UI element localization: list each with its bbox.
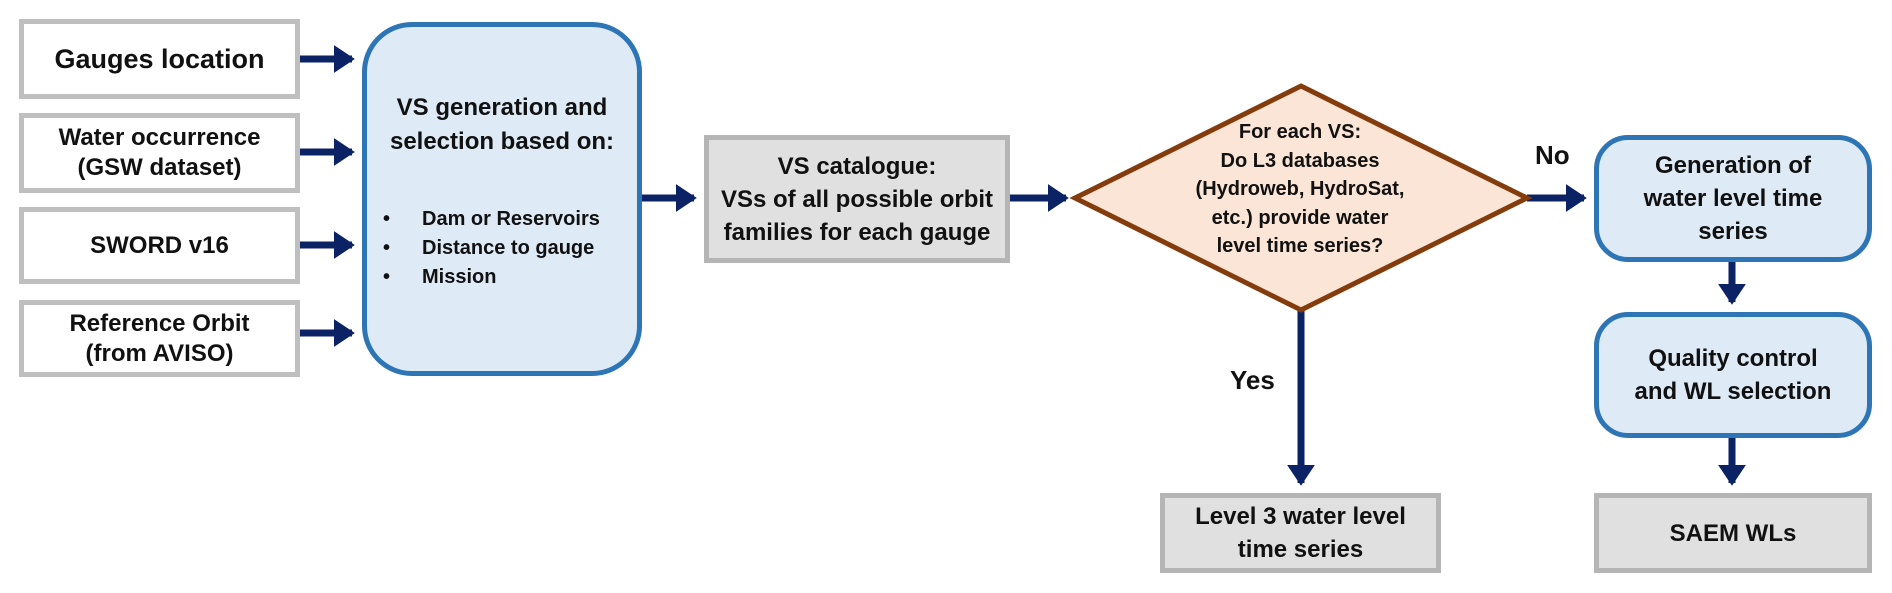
qc-line: and WL selection [1634, 378, 1832, 405]
decision-diamond [1069, 83, 1533, 313]
decision-line: level time series? [1216, 235, 1384, 257]
criterion-label: Mission [422, 266, 497, 288]
criterion-label: Distance to gauge [422, 237, 595, 259]
criterion-item: • Mission [367, 263, 637, 292]
decision-question: For each VS: Do L3 databases (Hydroweb, … [1130, 118, 1470, 261]
selection-criteria-list: • Dam or Reservoirs • Distance to gauge • M… [367, 205, 637, 292]
input-label: (GSW dataset) [77, 154, 242, 181]
branch-label-no: No [1535, 140, 1570, 170]
generation-line: water level time [1643, 185, 1823, 212]
quality-control-box: Quality control and WL selection [1594, 312, 1872, 438]
input-sword: SWORD v16 [19, 207, 300, 284]
vs-generation-box: VS generation and selection based on: • D… [362, 22, 642, 376]
catalogue-line: VS catalogue: [777, 152, 937, 180]
criterion-item: • Distance to gauge [367, 234, 637, 263]
output-line: Level 3 water level [1195, 503, 1406, 530]
generation-line: series [1698, 218, 1768, 245]
catalogue-line: VSs of all possible orbit [720, 185, 994, 213]
input-reference-orbit: Reference Orbit (from AVISO) [19, 300, 300, 377]
level3-output-box: Level 3 water level time series [1160, 493, 1441, 573]
saem-line: SAEM WLs [1669, 519, 1797, 547]
criterion-item: • Dam or Reservoirs [367, 205, 637, 234]
bullet-icon: • [383, 237, 391, 259]
qc-line: Quality control [1648, 345, 1818, 372]
bullet-icon: • [383, 266, 391, 288]
vs-generation-title: VS generation and selection based on: [367, 91, 637, 159]
input-gauges-location: Gauges location [19, 19, 300, 99]
bullet-icon: • [383, 208, 391, 230]
vs-catalogue-box: VS catalogue: VSs of all possible orbit … [704, 135, 1010, 263]
decision-line: Do L3 databases [1220, 149, 1380, 172]
input-water-occurrence: Water occurrence (GSW dataset) [19, 113, 300, 193]
output-line: time series [1237, 536, 1364, 563]
input-label: Water occurrence [58, 124, 261, 151]
title-line: selection based on: [389, 128, 615, 155]
criterion-label: Dam or Reservoirs [422, 208, 600, 230]
catalogue-line: families for each gauge [723, 218, 991, 246]
input-label: Gauges location [54, 44, 265, 74]
input-label: (from AVISO) [85, 339, 234, 367]
decision-line: (Hydroweb, HydroSat, [1195, 178, 1405, 200]
branch-label-yes: Yes [1230, 365, 1275, 395]
saem-output-box: SAEM WLs [1594, 493, 1872, 573]
input-label: Reference Orbit [69, 309, 250, 337]
input-label: SWORD v16 [90, 231, 229, 259]
generation-box: Generation of water level time series [1594, 135, 1872, 262]
generation-line: Generation of [1654, 152, 1811, 179]
decision-line: For each VS: [1238, 121, 1362, 143]
title-line: VS generation and [396, 94, 608, 121]
decision-line: etc.) provide water [1211, 206, 1389, 229]
